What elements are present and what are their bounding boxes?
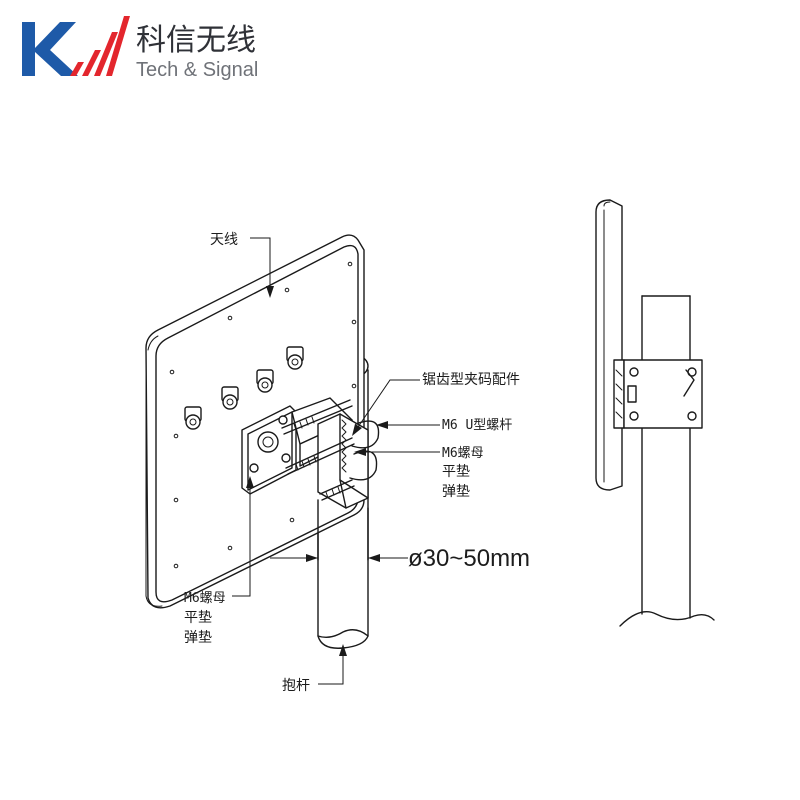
label-nut-left-3: 弹垫	[184, 630, 212, 646]
label-u-bolt: M6 U型螺杆	[442, 418, 512, 433]
callout-nut-right: M6螺母 平垫 弹垫	[354, 446, 484, 500]
label-nut-left-1: M6螺母	[184, 591, 226, 606]
main-view: ø30~50mm 天线 锯齿型夹码配件 M6 U型螺杆 M6螺母 平垫 弹垫	[145, 232, 530, 694]
connector-icon	[184, 346, 304, 430]
label-nut-right-1: M6螺母	[442, 446, 484, 461]
side-pole	[619, 295, 715, 627]
serrated-clamp	[317, 413, 369, 509]
label-clamp: 锯齿型夹码配件	[422, 372, 520, 388]
brand-logo: 科信无线 Tech & Signal	[22, 16, 258, 81]
diameter-label: ø30~50mm	[408, 545, 530, 572]
brand-name-en: Tech & Signal	[136, 59, 258, 81]
callout-clamp: 锯齿型夹码配件	[352, 372, 520, 436]
label-antenna: 天线	[210, 232, 238, 248]
logo-k-icon	[22, 22, 78, 76]
side-view	[595, 199, 715, 627]
logo-signal-bars-icon	[70, 16, 130, 76]
side-antenna-panel	[595, 199, 623, 491]
callout-pole: 抱杆	[282, 644, 347, 694]
callout-u-bolt: M6 U型螺杆	[376, 418, 512, 433]
label-pole: 抱杆	[282, 678, 310, 694]
callout-antenna: 天线	[210, 232, 274, 298]
mounting-hole-icon	[169, 261, 357, 569]
brand-name-cn: 科信无线	[136, 23, 256, 58]
label-nut-right-2: 平垫	[442, 464, 470, 480]
u-bolt	[281, 399, 380, 501]
callout-nut-left: M6螺母 平垫 弹垫	[184, 476, 254, 646]
diameter-dimension: ø30~50mm	[270, 545, 530, 572]
side-bracket	[613, 359, 703, 429]
pole-lower	[317, 499, 369, 649]
label-nut-left-2: 平垫	[184, 610, 212, 626]
label-nut-right-3: 弹垫	[442, 484, 470, 500]
